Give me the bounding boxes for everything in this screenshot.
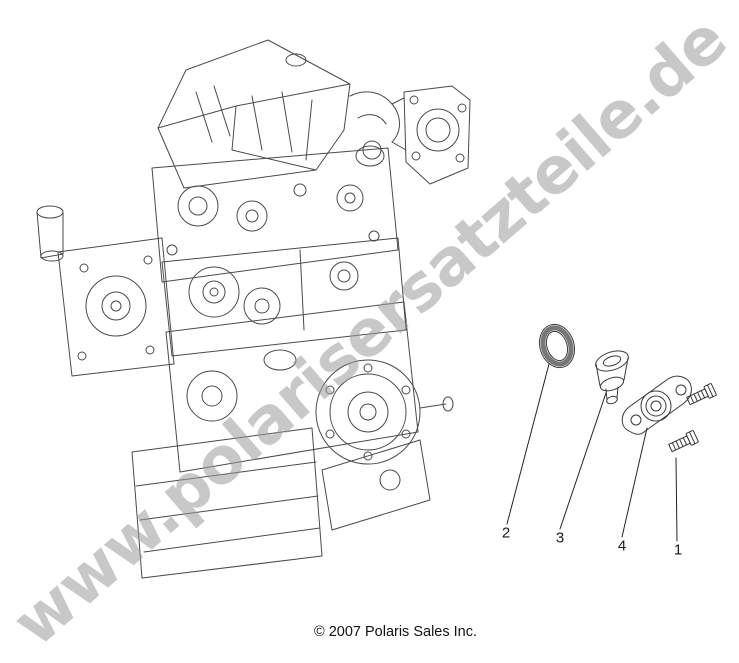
bolt-upper xyxy=(686,383,717,406)
callout-2: 2 xyxy=(501,524,511,542)
copyright-text: © 2007 Polaris Sales Inc. xyxy=(313,624,478,640)
callout-4: 4 xyxy=(617,537,627,555)
callout-3: 3 xyxy=(555,529,565,547)
engine-line-drawing xyxy=(36,39,471,579)
thermostat-part xyxy=(595,350,629,405)
callout-1: 1 xyxy=(673,541,683,559)
thermostat-housing-part xyxy=(621,375,692,435)
leader-lines xyxy=(506,363,678,542)
seal-part xyxy=(538,323,576,369)
bolt-lower xyxy=(668,430,699,453)
